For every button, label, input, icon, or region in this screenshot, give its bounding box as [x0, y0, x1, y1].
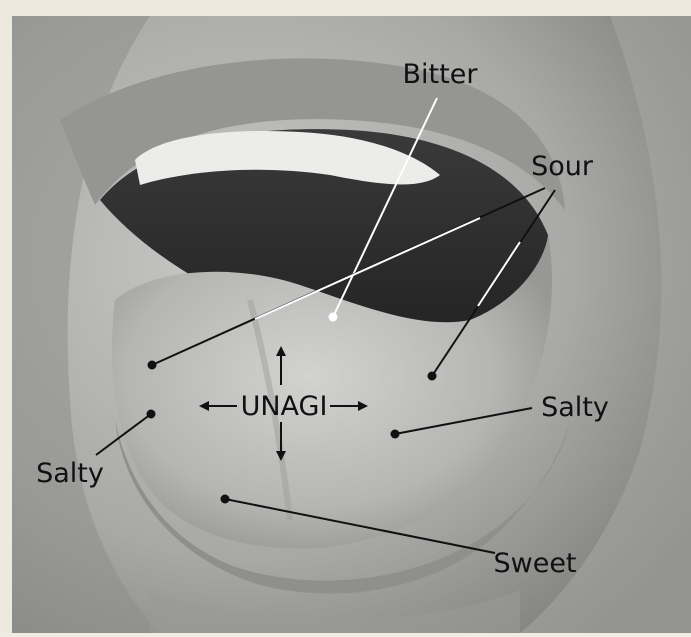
- sour-left-dot: [148, 361, 157, 370]
- label-salty-left: Salty: [36, 458, 104, 489]
- salty-left-dot: [147, 410, 156, 419]
- label-unagi: UNAGI: [241, 391, 328, 422]
- bitter-dot: [329, 313, 338, 322]
- salty-right-dot: [391, 430, 400, 439]
- sour-right-dot: [428, 372, 437, 381]
- label-sour: Sour: [531, 151, 594, 182]
- label-sweet: Sweet: [493, 548, 576, 579]
- sweet-dot: [221, 495, 230, 504]
- mouth-photo: [12, 16, 691, 633]
- label-salty-right: Salty: [541, 392, 609, 423]
- label-bitter: Bitter: [403, 59, 479, 90]
